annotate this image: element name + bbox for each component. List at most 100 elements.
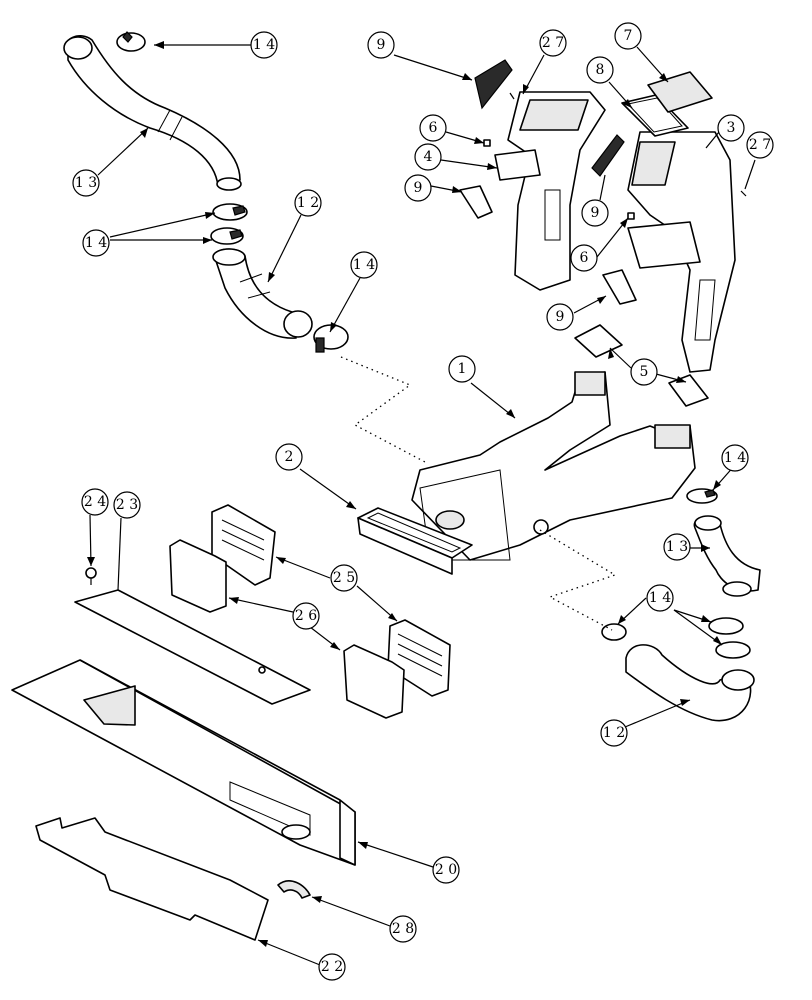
callout-label: 2 7 [542,35,564,51]
callout-c12a: 1 2 [294,189,322,217]
callout-circle [581,199,609,227]
duct-hose-13-upper [63,35,242,191]
callout-circle [646,584,674,612]
callout-c3: 3 [717,114,745,142]
callout-label: 1 4 [724,450,746,466]
air-duct-4 [494,91,606,291]
callout-label: 1 4 [649,590,671,606]
callout-circle [630,358,658,386]
plug-6-upper [483,139,491,147]
callout-label: 2 7 [749,137,771,153]
callout-label: 9 [591,205,600,221]
hose-clamp-14-right [313,324,349,353]
alignment-line-upper [340,356,426,463]
callout-c27b: 2 7 [746,131,774,159]
vent-cover-26-lower [343,644,405,719]
callout-label: 5 [640,364,649,380]
vent-cover-26-upper [169,539,227,613]
callout-label: 2 6 [295,608,317,624]
callout-label: 1 4 [253,37,275,53]
air-duct-3 [627,131,736,373]
duct-hose-13-lower [693,515,761,597]
callout-circle [746,131,774,159]
callout-c13a: 1 3 [72,169,100,197]
callout-label: 6 [429,120,438,136]
vent-9-left [459,185,493,219]
callout-c27a: 2 7 [539,29,567,57]
callout-circle [663,533,691,561]
callout-c22: 2 2 [318,953,346,981]
hose-clamp-14-top [116,31,146,52]
bolt-24 [85,567,97,585]
callout-label: 1 [458,361,467,377]
callout-c14a: 1 4 [250,31,278,59]
hose-clamp-14-lower-right-top [686,488,718,504]
callout-label: 2 [285,449,294,465]
callout-circle [318,953,346,981]
callout-c14d: 1 4 [721,444,749,472]
callout-circle [81,488,109,516]
vent-grille-9-mid [591,134,625,177]
callout-c9c: 9 [581,199,609,227]
callout-label: 3 [727,120,736,136]
callout-circle [717,114,745,142]
callout-label: 2 4 [84,494,106,510]
callout-circle [546,303,574,331]
callout-circle [414,143,442,171]
callout-circle [292,602,320,630]
callout-c8: 8 [586,56,614,84]
callouts: 1 4 1 3 1 4 1 2 1 4 9 2 7 8 7 3 2 7 6 4 9 9 6 9 1 5 2 1 4 1 3… [72,22,774,981]
callout-circle [367,31,395,59]
vent-9-lower [602,269,637,305]
callout-label: 7 [624,28,633,44]
callout-circle [275,443,303,471]
callout-circle [250,31,278,59]
callout-label: 8 [596,62,605,78]
callout-c13b: 1 3 [663,533,691,561]
filter-8 [621,94,689,137]
callout-label: 2 3 [116,497,138,513]
callout-label: 1 3 [666,539,688,555]
callout-circle [404,174,432,202]
callout-label: 9 [556,309,565,325]
louver-7 [647,71,713,113]
callout-circle [389,915,417,943]
panel-housing-20 [11,659,356,866]
callout-circle [600,719,628,747]
callout-label: 9 [414,180,423,196]
callout-circle [432,856,460,884]
callout-circle [82,229,110,257]
callout-c24: 2 4 [81,488,109,516]
callout-circle [539,29,567,57]
screw-27-right [740,190,747,197]
hose-clamps-14-left [210,203,248,245]
callout-label: 1 2 [297,195,319,211]
callout-c6b: 6 [570,244,598,272]
callout-label: 9 [377,37,386,53]
alignment-line-lower [539,529,617,631]
callout-c23: 2 3 [113,491,141,519]
callout-c1: 1 [448,355,476,383]
callout-label: 2 8 [392,921,414,937]
callout-label: 2 5 [333,570,355,586]
callout-c14e: 1 4 [646,584,674,612]
seal-28 [277,880,311,899]
callout-circle [294,189,322,217]
callout-circle [570,244,598,272]
callout-c25: 2 5 [330,564,358,592]
callout-label: 1 3 [75,175,97,191]
callout-c4: 4 [414,143,442,171]
duct-hose-12-lower [625,644,755,722]
callout-label: 1 4 [353,257,375,273]
callout-circle [419,114,447,142]
callout-circle [721,444,749,472]
callout-c14c: 1 4 [350,251,378,279]
callout-label: 1 4 [85,235,107,251]
callout-circle [330,564,358,592]
callout-c28: 2 8 [389,915,417,943]
callout-label: 1 2 [603,725,625,741]
callout-c12b: 1 2 [600,719,628,747]
callout-c5: 5 [630,358,658,386]
callout-c9a: 9 [367,31,395,59]
